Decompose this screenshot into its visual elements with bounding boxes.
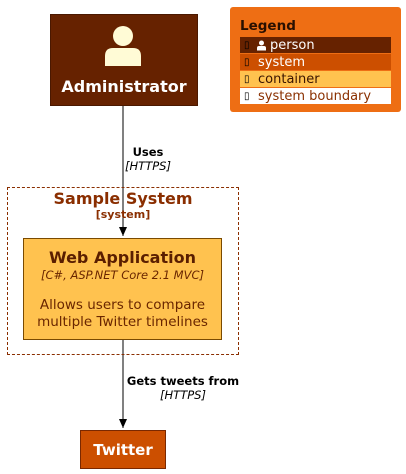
legend-item-system: ▯ system <box>240 54 391 70</box>
legend-swatch: ▯ <box>244 90 250 102</box>
twitter-system[interactable]: Twitter <box>80 430 166 469</box>
legend-item-container: ▯ container <box>240 71 391 87</box>
system-boundary <box>7 187 239 355</box>
relation-label-gets-tweets: Gets tweets from [HTTPS] <box>126 374 240 402</box>
relation-label-uses: Uses [HTTPS] <box>125 145 171 173</box>
person-icon <box>105 26 141 66</box>
boundary-type: [system] <box>95 208 151 221</box>
boundary-title: Sample System <box>53 189 193 208</box>
web-application-container[interactable]: Web Application [C#, ASP.NET Core 2.1 MV… <box>23 238 222 340</box>
legend-swatch: ▯ <box>244 73 250 85</box>
legend-item-person: ▯ person <box>240 37 391 53</box>
legend-swatch: ▯ <box>244 39 250 51</box>
container-title: Web Application <box>48 248 196 267</box>
legend-swatch: ▯ <box>244 56 250 68</box>
system-label: Twitter <box>93 441 153 459</box>
container-tech: [C#, ASP.NET Core 2.1 MVC] <box>41 268 204 282</box>
person-label: Administrator <box>61 77 187 96</box>
legend: Legend ▯ person ▯ system ▯ container ▯ s… <box>230 7 401 112</box>
legend-title: Legend <box>240 18 296 34</box>
legend-item-system-boundary: ▯ system boundary <box>240 88 391 104</box>
administrator-person[interactable]: Administrator <box>50 14 198 106</box>
container-description: Allows users to compare multiple Twitter… <box>37 297 208 330</box>
person-icon <box>256 38 268 53</box>
